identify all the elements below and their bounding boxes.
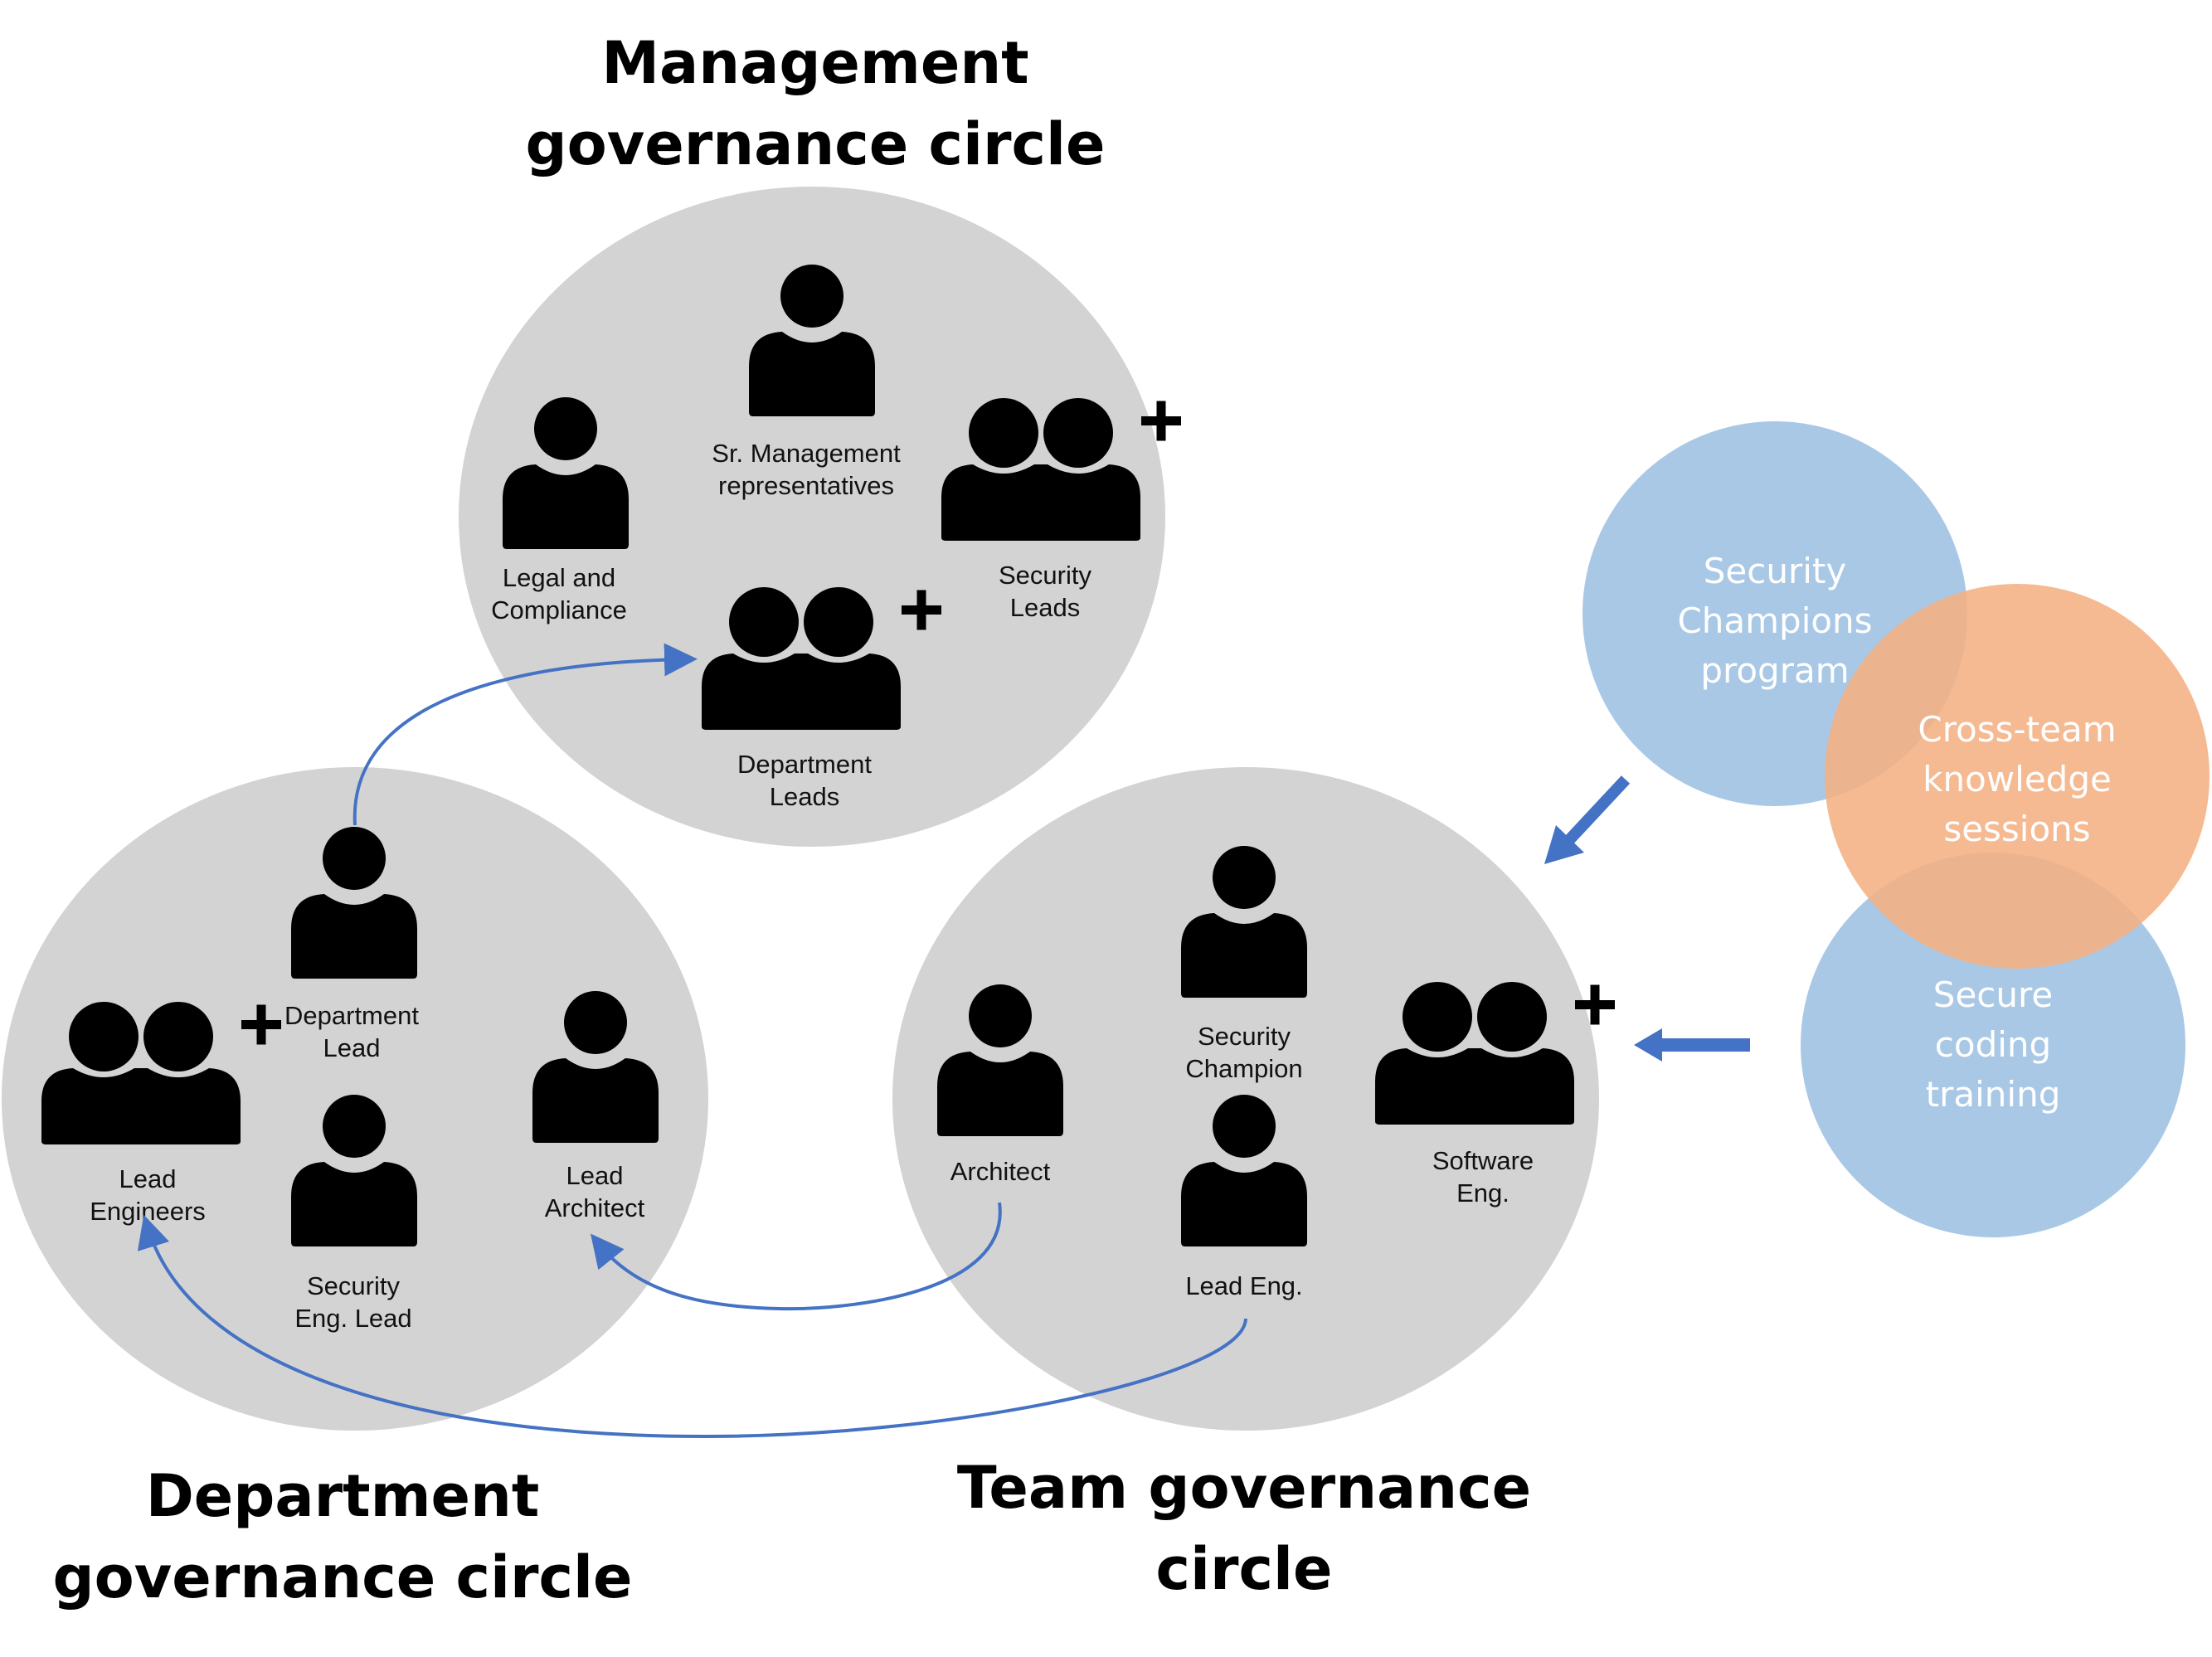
security-champion-label-line2: Champion (1185, 1054, 1302, 1083)
legal-label-line2: Compliance (491, 595, 627, 624)
security-leads-label-line1: Security (999, 561, 1091, 590)
security-champions-line3: program (1700, 650, 1849, 691)
security-champions-line1: Security (1704, 551, 1846, 591)
security-leads-label-line2: Leads (1010, 593, 1080, 622)
team-title-line1: Team governance (957, 1454, 1531, 1522)
lead-engineers-label-line2: Engineers (90, 1197, 206, 1226)
lead-eng-label: Lead Eng. (1185, 1271, 1302, 1300)
software-eng-label-line1: Software (1432, 1146, 1534, 1175)
department-lead-label-line1: Department (284, 1001, 419, 1030)
department-title-line1: Department (146, 1462, 540, 1530)
security-champions-line2: Champions (1677, 600, 1872, 641)
security-eng-lead-label-line1: Security (307, 1271, 400, 1300)
arrow-architect-to-lead-architect (590, 1202, 1002, 1311)
security-eng-lead-label-line2: Eng. Lead (294, 1304, 411, 1333)
secure-coding-line2: coding (1935, 1024, 2051, 1065)
secure-coding-line1: Secure (1933, 974, 2053, 1015)
arrow-lead-eng-to-lead-engineers (137, 1214, 1247, 1439)
department-leads-label-line2: Leads (770, 782, 839, 811)
lead-engineers-label-line1: Lead (119, 1164, 177, 1193)
legal-label-line1: Legal and (503, 563, 615, 592)
department-title-line2: governance circle (52, 1543, 632, 1611)
arrow-department-lead-to-management (352, 643, 698, 826)
lead-architect-label-line1: Lead (566, 1161, 624, 1190)
architect-label: Architect (950, 1157, 1051, 1186)
sr-management-label-line1: Sr. Management (712, 439, 901, 468)
management-circle (459, 187, 1165, 847)
cross-team-line1: Cross-team (1918, 709, 2116, 750)
team-title-line2: circle (1156, 1535, 1333, 1603)
security-champion-label-line1: Security (1198, 1022, 1291, 1051)
management-title-line1: Management (601, 29, 1028, 97)
department-lead-label-line2: Lead (323, 1033, 381, 1062)
program-to-team-horizontal-arrow (1634, 1028, 1750, 1062)
department-leads-label-line1: Department (737, 750, 872, 779)
cross-team-line3: sessions (1943, 809, 2090, 849)
management-title-line2: governance circle (525, 110, 1105, 178)
secure-coding-line3: training (1926, 1074, 2061, 1115)
lead-architect-label-line2: Architect (545, 1193, 645, 1222)
software-eng-label-line2: Eng. (1456, 1178, 1510, 1208)
cross-team-sessions-circle (1825, 584, 2210, 969)
cross-team-line2: knowledge (1923, 759, 2112, 799)
program-to-team-diagonal-arrow (1544, 775, 1631, 864)
sr-management-label-line2: representatives (718, 471, 894, 500)
